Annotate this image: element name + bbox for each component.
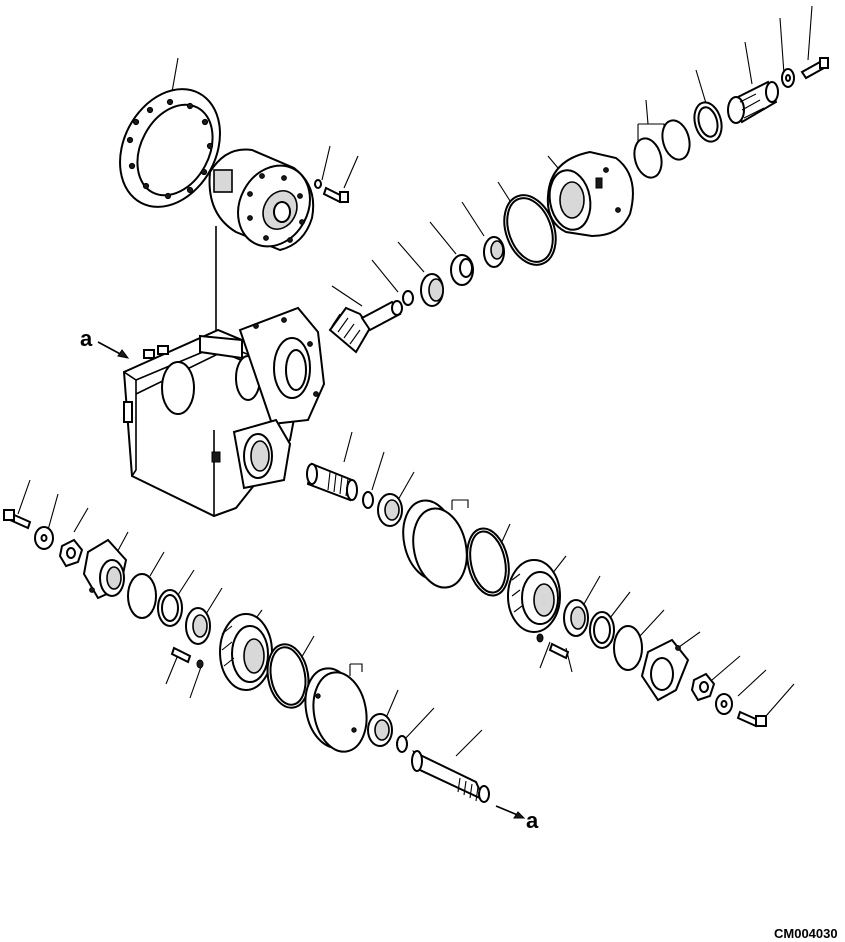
shim-part bbox=[127, 573, 157, 619]
differential-case-part bbox=[208, 148, 315, 252]
seal-part bbox=[589, 611, 615, 649]
pinion-gear-part bbox=[328, 300, 403, 354]
bearing-part bbox=[185, 607, 211, 645]
nut-part bbox=[58, 538, 84, 568]
shim-part bbox=[304, 667, 368, 753]
marker-a-label-upper: a bbox=[80, 326, 93, 351]
o-ring-part bbox=[466, 527, 510, 597]
bearing-part bbox=[563, 599, 589, 637]
bolt-part bbox=[3, 509, 32, 530]
axle-housing-part bbox=[122, 306, 326, 518]
coupling-part bbox=[82, 538, 128, 600]
seal-part bbox=[157, 589, 183, 627]
coupling-part bbox=[640, 638, 690, 702]
drive-shaft-part bbox=[411, 750, 490, 803]
o-ring-part bbox=[362, 491, 374, 509]
coupling-part bbox=[727, 80, 779, 124]
o-ring-part bbox=[402, 290, 414, 306]
pinion-cage-part bbox=[546, 150, 634, 238]
shim-part bbox=[633, 119, 691, 179]
bolt-part bbox=[170, 646, 204, 669]
marker-a-lower: a bbox=[495, 805, 539, 833]
shim-part bbox=[402, 499, 468, 589]
figure-code: CM004030 bbox=[774, 926, 838, 941]
bearing-cage-part bbox=[507, 559, 561, 633]
bearing-part bbox=[420, 236, 505, 307]
o-ring-part bbox=[266, 643, 310, 709]
drive-shaft-part bbox=[306, 462, 358, 502]
bolt-part bbox=[536, 633, 570, 660]
washer-part bbox=[715, 693, 733, 715]
washer-part bbox=[34, 526, 54, 550]
ring-gear-part bbox=[119, 88, 221, 208]
o-ring-part bbox=[396, 735, 408, 753]
bolt-part bbox=[800, 57, 829, 80]
marker-a-label-lower: a bbox=[526, 808, 539, 833]
marker-a-upper: a bbox=[80, 326, 130, 359]
nut-part bbox=[690, 672, 716, 702]
bolt-part bbox=[314, 179, 349, 204]
seal-part bbox=[693, 101, 723, 143]
bearing-cage-part bbox=[219, 613, 273, 691]
bolt-part bbox=[736, 710, 767, 728]
bearing-part bbox=[377, 493, 403, 527]
washer-part bbox=[781, 68, 795, 88]
o-ring-part bbox=[503, 194, 557, 266]
shim-part bbox=[613, 625, 643, 671]
bearing-part bbox=[367, 713, 393, 747]
